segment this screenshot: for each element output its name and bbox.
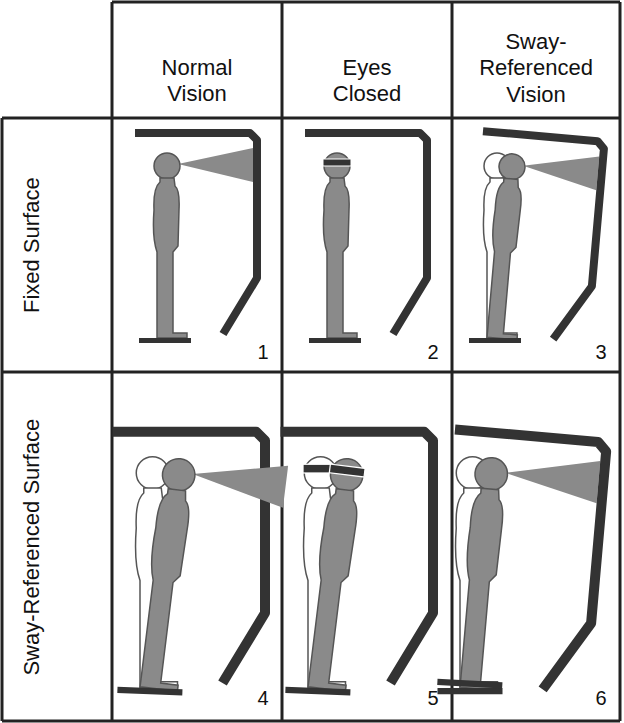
support-surface [469, 338, 521, 343]
person-figure [483, 153, 533, 340]
condition-figure [135, 133, 257, 343]
row-header: Fixed Surface [19, 177, 45, 313]
vision-cone [503, 453, 600, 504]
column-header: Normal Vision [141, 55, 253, 108]
vision-cone [190, 454, 288, 508]
blindfold [329, 464, 365, 477]
callout-number: 3 [596, 340, 607, 364]
grid-line [619, 2, 622, 721]
grid-line [2, 720, 620, 723]
vision-cone [522, 150, 600, 190]
grid-line [111, 2, 114, 721]
callout-number: 6 [596, 686, 607, 710]
condition-figure [305, 133, 427, 343]
visual-surround [465, 131, 604, 342]
grid-line [112, 1, 620, 4]
support-surface [117, 687, 182, 696]
callout-number: 4 [258, 686, 269, 710]
callout-number: 2 [428, 340, 439, 364]
grid-line [2, 117, 620, 120]
column-header: Eyes Closed [317, 55, 417, 108]
condition-figure [433, 429, 607, 698]
callout-number: 5 [428, 686, 439, 710]
grid-line [281, 2, 284, 721]
support-surface [438, 688, 503, 694]
person-figure [456, 456, 518, 690]
condition-figure [465, 131, 604, 346]
grid-line [451, 2, 454, 721]
person-figure [136, 457, 206, 692]
person-figure [153, 153, 187, 338]
row-header: Sway-Referenced Surface [19, 419, 45, 676]
grid-line [2, 371, 620, 374]
vision-cone [178, 148, 253, 182]
blindfold [323, 159, 351, 166]
column-header: Sway-Referenced Vision [470, 29, 602, 108]
condition-figure [113, 432, 289, 702]
support-surface [139, 338, 191, 343]
support-surface [437, 679, 502, 689]
callout-number: 1 [258, 340, 269, 364]
condition-figure [281, 432, 434, 696]
grid-line [1, 118, 4, 721]
visual-surround [433, 429, 607, 693]
person-figure [304, 457, 374, 692]
support-surface [285, 687, 350, 696]
person-figure [323, 153, 357, 338]
support-surface [309, 338, 361, 343]
